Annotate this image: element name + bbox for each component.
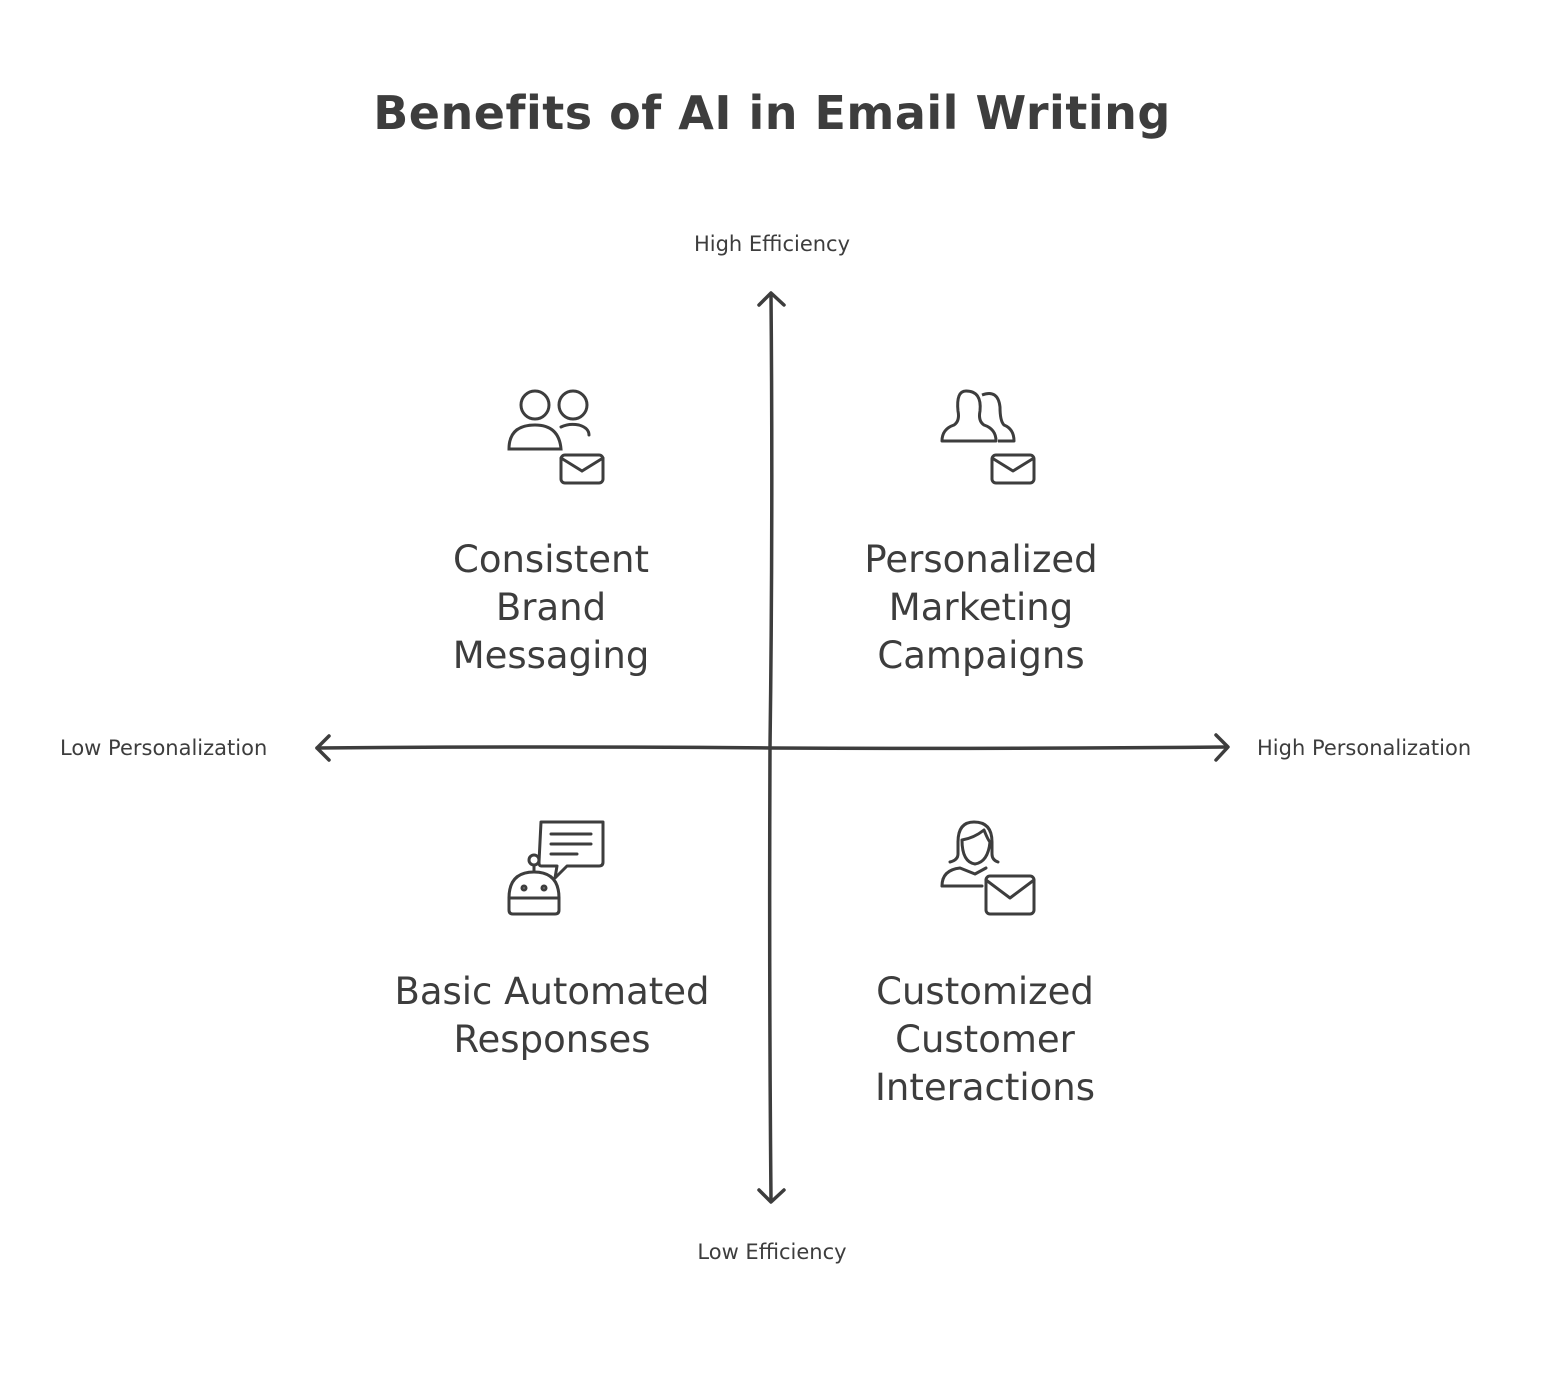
- label-line: Customized: [876, 970, 1094, 1013]
- label-line: Responses: [453, 1018, 651, 1061]
- arrow-left: [315, 734, 331, 762]
- x-axis-right-label: High Personalization: [1257, 736, 1472, 760]
- label-line: Campaigns: [877, 634, 1085, 677]
- quadrant-bottom-right-label: Customized Customer Interactions: [775, 968, 1195, 1112]
- x-axis-left-label: Low Personalization: [60, 736, 268, 760]
- label-line: Basic Automated: [394, 970, 710, 1013]
- label-line: Interactions: [874, 1066, 1095, 1109]
- label-line: Brand: [495, 586, 607, 629]
- horizontal-axis: [315, 745, 1229, 751]
- label-line: Messaging: [452, 634, 650, 677]
- arrow-right: [1214, 733, 1230, 762]
- label-line: Customer: [895, 1018, 1075, 1061]
- arrow-down: [757, 1188, 786, 1204]
- diagram-title: Benefits of AI in Email Writing: [373, 86, 1171, 140]
- quadrant-top-left-label: Consistent Brand Messaging: [341, 536, 761, 680]
- agent-mail-icon: [940, 820, 1036, 916]
- quadrant-bottom-left-label: Basic Automated Responses: [342, 968, 762, 1064]
- y-axis-top-label: High Efficiency: [693, 232, 851, 256]
- label-line: Marketing: [888, 586, 1074, 629]
- label-line: Consistent: [453, 538, 649, 581]
- label-line: Personalized: [864, 538, 1098, 581]
- group-mail-icon: [940, 389, 1036, 485]
- quadrant-top-right-label: Personalized Marketing Campaigns: [771, 536, 1191, 680]
- y-axis-bottom-label: Low Efficiency: [697, 1240, 847, 1264]
- users-mail-icon: [507, 389, 605, 485]
- robot-chat-icon: [507, 820, 605, 916]
- arrow-up: [757, 291, 786, 307]
